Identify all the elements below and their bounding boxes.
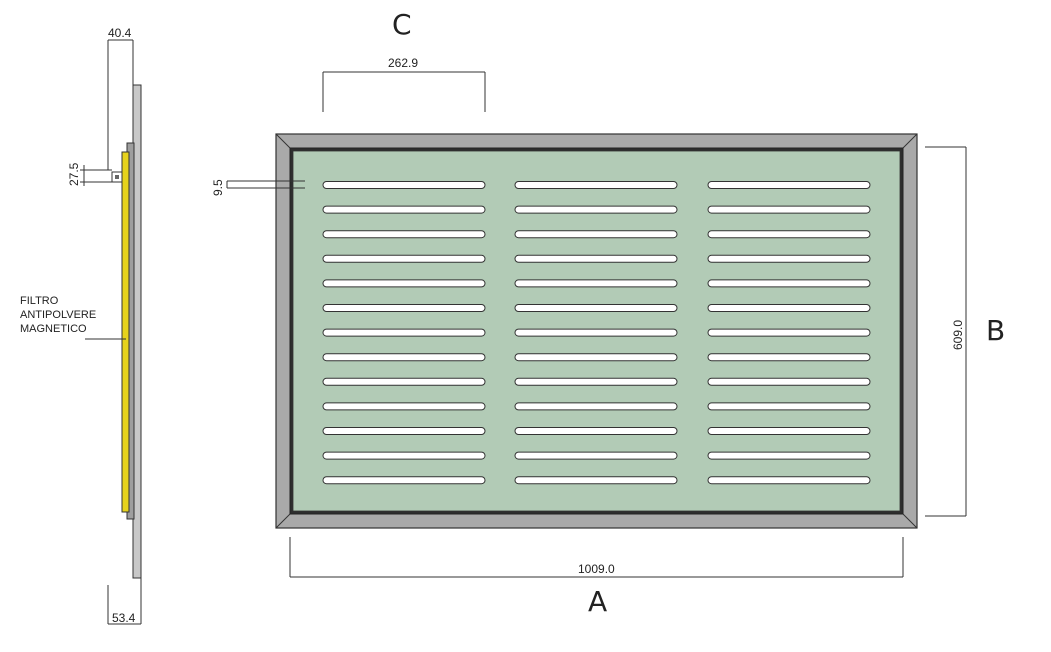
grille-slot [322,254,486,263]
side-magnetic-filter [121,151,130,513]
side-clip-inner [115,175,119,179]
grille-slot [514,304,678,312]
grille-slot [514,353,678,362]
grille-slot [322,377,486,386]
label-c: C [392,8,412,41]
grille-slot [322,353,486,362]
grille-slot [514,377,678,386]
grille-slot [514,328,678,337]
grille-slot [514,205,678,214]
front-view [275,133,918,529]
grille-slots [322,181,871,485]
grille-slot [322,205,486,214]
grille-slot [514,402,678,411]
grille-slot [707,353,871,362]
grille-slot [707,377,871,386]
grille-slot [322,427,486,435]
grille-slot [514,181,678,189]
grille-slot [322,451,486,460]
grille-slot [707,427,871,435]
note-line-3: MAGNETICO [20,323,87,335]
grille-slot [707,205,871,214]
grille-slot [707,476,871,485]
grille-slot [707,279,871,288]
note-line-1: FILTRO [20,295,59,307]
dim-side-bottom: 53.4 [112,611,136,625]
grille-slot [322,402,486,411]
grille-slot [514,451,678,460]
dim-width: 1009.0 [578,562,615,576]
dim-slot-height: 9.5 [211,179,225,196]
dim-side-top: 40.4 [108,26,132,40]
grille-slot [322,328,486,337]
frame-bevel-bl [275,513,291,529]
side-section-view: 40.4 27.5 FILTRO ANTIPOLVERE MAGNETICO 5… [20,26,142,625]
grille-slot [322,181,486,189]
grille-slot [707,304,871,312]
grille-slot [514,230,678,239]
grille-slot [707,181,871,189]
grille-slot [707,451,871,460]
grille-slot [322,279,486,288]
grille-slot [514,254,678,263]
dim-side-small: 27.5 [67,162,81,186]
note-line-2: ANTIPOLVERE [20,309,96,321]
frame-bevel-tl [275,133,291,149]
grille-slot [514,279,678,288]
front-dimensions: C 262.9 9.5 609.0 B 1009.0 A [211,8,1005,618]
grille-slot [514,476,678,485]
dim-slot-width: 262.9 [388,56,418,70]
frame-bevel-tr [902,133,918,149]
grille-slot [514,427,678,435]
grille-slot [322,476,486,485]
grille-slot [322,304,486,312]
label-b: B [986,314,1005,347]
grille-slot [322,230,486,239]
label-a: A [588,585,607,618]
frame-bevel-br [902,513,918,529]
grille-slot [707,328,871,337]
grille-slot [707,254,871,263]
dim-height: 609.0 [951,320,965,350]
grille-slot [707,230,871,239]
grille-slot [707,402,871,411]
